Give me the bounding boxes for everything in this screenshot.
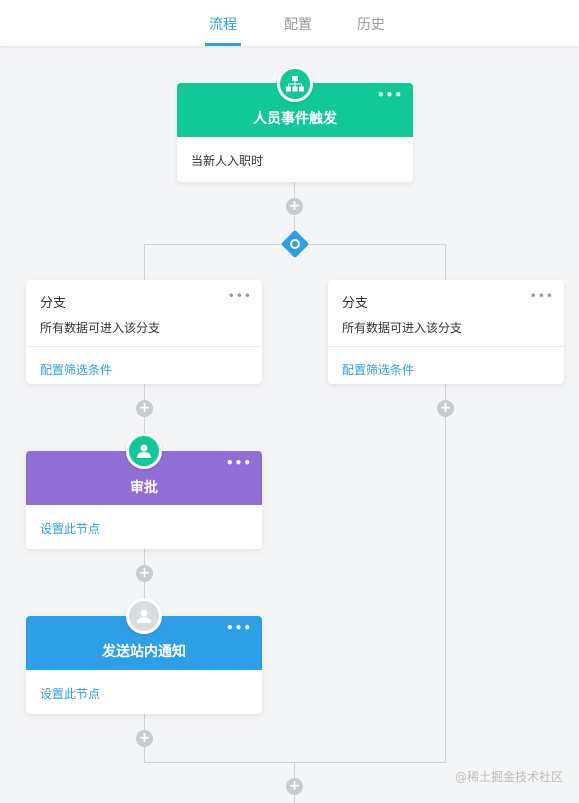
watermark: @稀土掘金技术社区	[454, 770, 563, 784]
notify-card-body: 设置此节点	[26, 670, 262, 702]
trigger-title: 人员事件触发	[253, 111, 337, 127]
approval-more-icon[interactable]: •••	[225, 456, 252, 470]
notify-more-icon[interactable]: •••	[225, 621, 252, 635]
trigger-description: 当新人入职时	[191, 154, 264, 168]
branch-right-filter-link[interactable]: 配置筛选条件	[342, 363, 415, 377]
connector-left-branch-top	[144, 244, 145, 280]
approval-config-link[interactable]: 设置此节点	[40, 522, 101, 536]
add-node-button-1[interactable]: +	[286, 198, 303, 215]
tab-flow[interactable]: 流程	[205, 14, 241, 46]
add-node-button-left-3[interactable]: +	[136, 730, 153, 747]
approval-card-header: 审批 •••	[26, 451, 262, 505]
tab-history[interactable]: 历史	[357, 17, 385, 33]
branch-left-more-icon[interactable]: •••	[227, 289, 252, 303]
add-node-button-right-1[interactable]: +	[437, 400, 454, 417]
branch-card-left[interactable]: ••• 分支 所有数据可进入该分支 配置筛选条件	[26, 280, 262, 384]
user-icon	[137, 444, 151, 458]
add-node-button-left-2[interactable]: +	[136, 565, 153, 582]
approval-node-icon	[126, 433, 162, 469]
trigger-card-body: 当新人入职时	[177, 137, 413, 169]
tab-config[interactable]: 配置	[284, 17, 312, 33]
top-tab-bar: 流程 配置 历史	[0, 0, 579, 46]
trigger-node-icon	[277, 66, 313, 102]
notify-node-icon	[126, 598, 162, 634]
approval-title: 审批	[130, 480, 158, 496]
org-chart-icon	[286, 76, 304, 92]
branch-left-title: 分支	[40, 296, 67, 311]
notify-title: 发送站内通知	[102, 644, 186, 660]
branch-card-right[interactable]: ••• 分支 所有数据可进入该分支 配置筛选条件	[328, 280, 564, 384]
connector-right-branch-top	[445, 244, 446, 280]
branch-right-description: 所有数据可进入该分支	[328, 311, 564, 347]
branch-left-filter-link[interactable]: 配置筛选条件	[40, 363, 113, 377]
notify-config-link[interactable]: 设置此节点	[40, 687, 101, 701]
condition-split-dot	[290, 239, 300, 249]
connector-merge-horizontal	[144, 762, 446, 763]
notify-card[interactable]: 发送站内通知 ••• 设置此节点	[26, 616, 262, 714]
connector-right-column	[445, 384, 446, 762]
user-icon	[137, 609, 151, 623]
approval-card-body: 设置此节点	[26, 505, 262, 537]
trigger-more-icon[interactable]: •••	[376, 88, 403, 102]
add-node-button-merge[interactable]: +	[286, 778, 303, 795]
branch-right-more-icon[interactable]: •••	[529, 289, 554, 303]
approval-card[interactable]: 审批 ••• 设置此节点	[26, 451, 262, 549]
add-node-button-left-1[interactable]: +	[136, 400, 153, 417]
branch-left-description: 所有数据可进入该分支	[26, 311, 262, 347]
branch-right-title: 分支	[342, 296, 369, 311]
